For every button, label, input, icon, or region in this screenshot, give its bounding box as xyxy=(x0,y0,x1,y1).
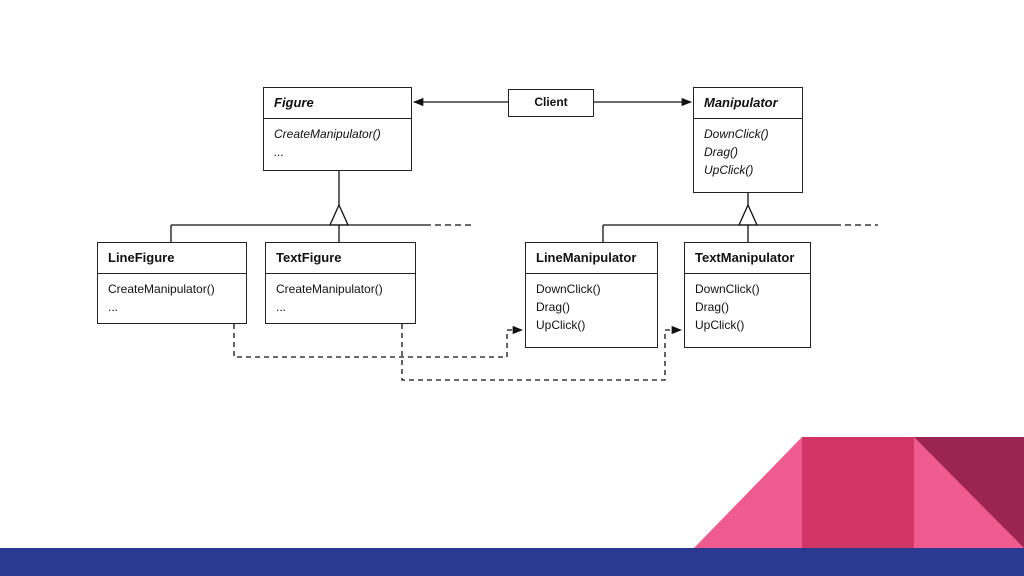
class-name: TextFigure xyxy=(266,243,415,274)
class-operations: DownClick() Drag() UpClick() xyxy=(526,274,657,334)
class-operations: DownClick() Drag() UpClick() xyxy=(694,119,802,179)
client-box: Client xyxy=(508,89,594,117)
corner-triangle-light xyxy=(914,437,1024,548)
linefigure-creates-linemanipulator xyxy=(233,324,524,358)
corner-block-pink xyxy=(802,437,914,548)
operation: Drag() xyxy=(536,300,571,314)
textmanipulator-class: TextManipulator DownClick() Drag() UpCli… xyxy=(684,242,811,348)
manipulator-class: Manipulator DownClick() Drag() UpClick() xyxy=(693,87,803,193)
class-name: Figure xyxy=(264,88,411,119)
operation: CreateManipulator() xyxy=(276,282,383,296)
class-operations: CreateManipulator() ... xyxy=(266,274,415,316)
operation: Drag() xyxy=(704,145,739,159)
linefigure-class: LineFigure CreateManipulator() ... xyxy=(97,242,247,324)
operation: Drag() xyxy=(695,300,730,314)
operation: UpClick() xyxy=(704,163,754,177)
figure-inheritance-triangle xyxy=(328,203,350,226)
operation: CreateManipulator() xyxy=(274,127,381,141)
operation: ... xyxy=(274,145,285,159)
operation: ... xyxy=(108,300,119,314)
linemanipulator-class: LineManipulator DownClick() Drag() UpCli… xyxy=(525,242,658,348)
class-operations: DownClick() Drag() UpClick() xyxy=(685,274,810,334)
operation: DownClick() xyxy=(536,282,601,296)
operation: DownClick() xyxy=(704,127,769,141)
class-operations: CreateManipulator() ... xyxy=(98,274,246,316)
class-name: LineFigure xyxy=(98,243,246,274)
operation: DownClick() xyxy=(695,282,760,296)
operation: CreateManipulator() xyxy=(108,282,215,296)
manipulator-inheritance-triangle xyxy=(737,203,759,226)
class-operations: CreateManipulator() ... xyxy=(264,119,411,161)
class-name: TextManipulator xyxy=(685,243,810,274)
textfigure-class: TextFigure CreateManipulator() ... xyxy=(265,242,416,324)
textfigure-creates-textmanipulator xyxy=(401,324,683,381)
class-name: Manipulator xyxy=(694,88,802,119)
operation: ... xyxy=(276,300,287,314)
corner-triangle-pink xyxy=(694,437,802,548)
operation: UpClick() xyxy=(536,318,586,332)
bottom-band xyxy=(0,548,1024,576)
class-name: LineManipulator xyxy=(526,243,657,274)
figure-class: Figure CreateManipulator() ... xyxy=(263,87,412,171)
operation: UpClick() xyxy=(695,318,745,332)
